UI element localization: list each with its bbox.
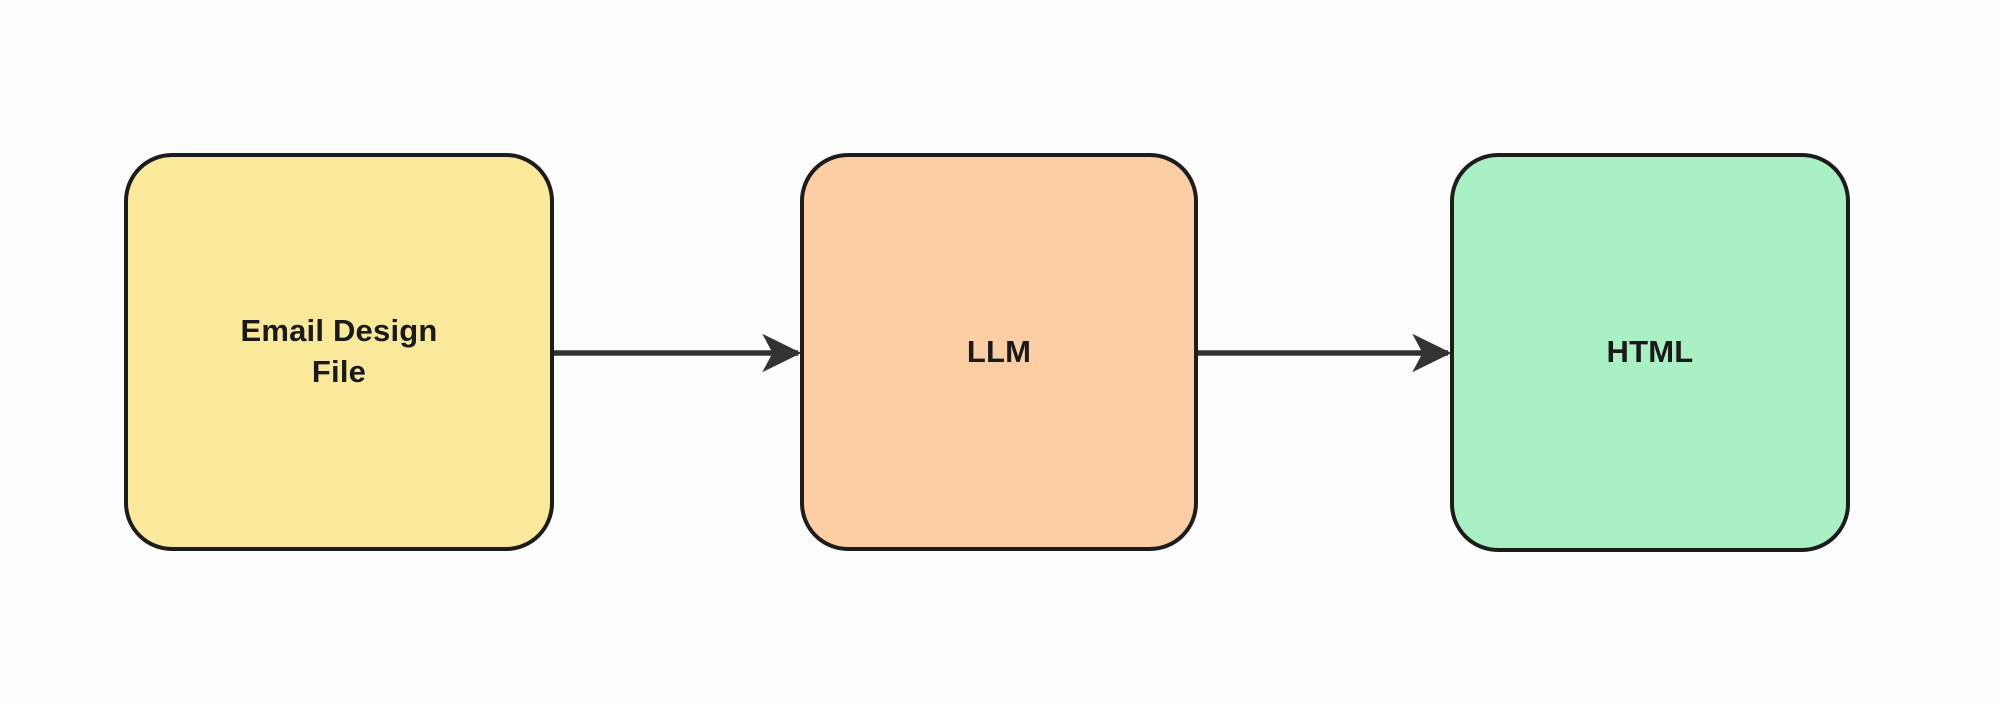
flow-node-email-design-file[interactable]: Email Design File bbox=[124, 153, 554, 551]
flow-node-label: HTML bbox=[1606, 334, 1694, 370]
flow-node-label: Email Design File bbox=[240, 313, 438, 389]
flow-node-label: LLM bbox=[966, 333, 1032, 369]
flow-node-html[interactable]: HTML bbox=[1450, 153, 1850, 552]
flow-node-llm[interactable]: LLM bbox=[800, 153, 1198, 551]
